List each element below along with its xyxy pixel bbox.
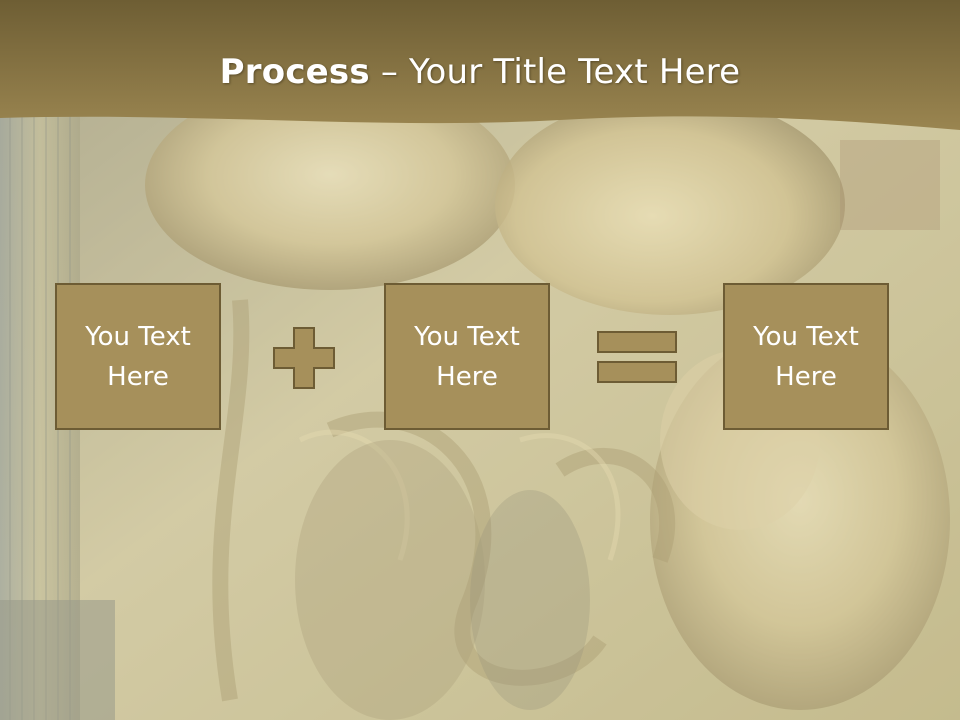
- slide-title: Process – Your Title Text Here: [0, 52, 960, 92]
- process-box-2-label: You Text Here: [414, 321, 520, 392]
- process-box-1: You Text Here: [55, 283, 221, 430]
- plus-icon: [273, 327, 335, 389]
- process-box-1-label: You Text Here: [85, 321, 191, 392]
- title-rest: Your Title Text Here: [409, 52, 741, 92]
- process-box-3-label: You Text Here: [753, 321, 859, 392]
- title-dash: –: [369, 52, 410, 92]
- process-box-3: You Text Here: [723, 283, 889, 430]
- process-box-2: You Text Here: [384, 283, 550, 430]
- equals-icon: [597, 331, 677, 383]
- title-bold: Process: [219, 52, 370, 92]
